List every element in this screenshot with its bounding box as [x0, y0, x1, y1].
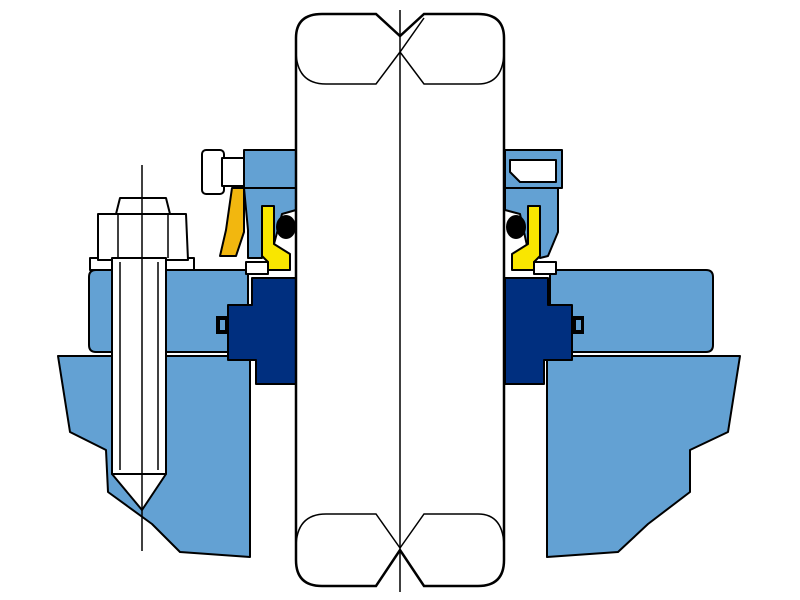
- gland-plate-right: [549, 269, 714, 353]
- set-screw-arm: [219, 187, 245, 257]
- collar-left: [243, 149, 297, 189]
- oring-right: [506, 215, 526, 239]
- shaft: [294, 10, 506, 592]
- bolt-left: [89, 165, 195, 551]
- stationary-seat-right: [504, 277, 573, 385]
- oring-left: [276, 215, 296, 239]
- seal-head-left: [201, 149, 297, 275]
- spring-left: [261, 205, 291, 271]
- bolt-shank: [111, 257, 167, 475]
- housing-body-right: [546, 355, 741, 558]
- bolt-tip: [111, 473, 167, 511]
- set-screw: [201, 149, 225, 195]
- seal-head-right: [504, 149, 563, 275]
- hex-nut: [97, 213, 189, 261]
